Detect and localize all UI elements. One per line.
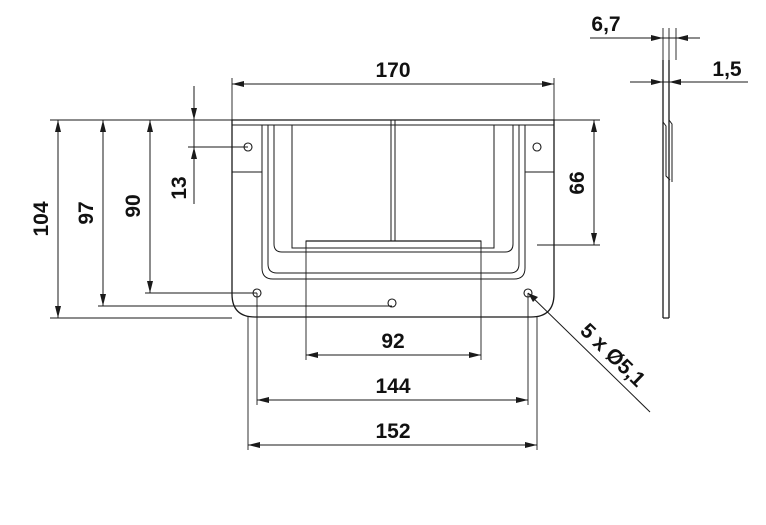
recess-outline-inner: [267, 125, 520, 274]
handle-grip: [305, 240, 482, 249]
hole-top-right: [532, 142, 542, 152]
leader-line: [527, 292, 651, 413]
label-104: 104: [30, 201, 53, 236]
label-13: 13: [168, 176, 191, 199]
extension-lines: [50, 78, 600, 450]
label-6-7: 6,7: [591, 13, 620, 36]
handle-inner-right: [481, 124, 513, 249]
label-144: 144: [375, 375, 410, 398]
dim-90: 90: [122, 120, 153, 293]
dim-170: 170: [232, 59, 554, 87]
label-152: 152: [375, 420, 410, 443]
plate-outline: [231, 119, 555, 318]
dim-152: 152: [248, 420, 537, 448]
front-view: [231, 119, 555, 318]
dim-92: 92: [306, 330, 481, 358]
recess-outline: [261, 125, 526, 280]
side-view: [590, 28, 748, 319]
label-97: 97: [75, 201, 98, 224]
label-66: 66: [566, 171, 589, 194]
dim-97: 97: [75, 120, 106, 306]
dim-144: 144: [257, 375, 528, 403]
dim-104: 104: [30, 120, 61, 318]
hole-bottom-centre: [387, 298, 397, 308]
label-1-5: 1,5: [712, 58, 742, 81]
dim-66: 66: [566, 120, 597, 245]
handle-outline: [273, 125, 514, 253]
side-profile: [662, 60, 670, 319]
side-handle: [662, 121, 671, 181]
side-handle-2: [668, 119, 673, 182]
hole-callout: 5 x Ø5,1: [527, 292, 651, 413]
label-90: 90: [122, 194, 145, 217]
label-92: 92: [381, 330, 404, 353]
label-hole-callout: 5 x Ø5,1: [576, 319, 650, 392]
label-170: 170: [375, 59, 410, 82]
handle-inner-left: [274, 124, 306, 249]
dim-13: 13: [168, 86, 197, 204]
